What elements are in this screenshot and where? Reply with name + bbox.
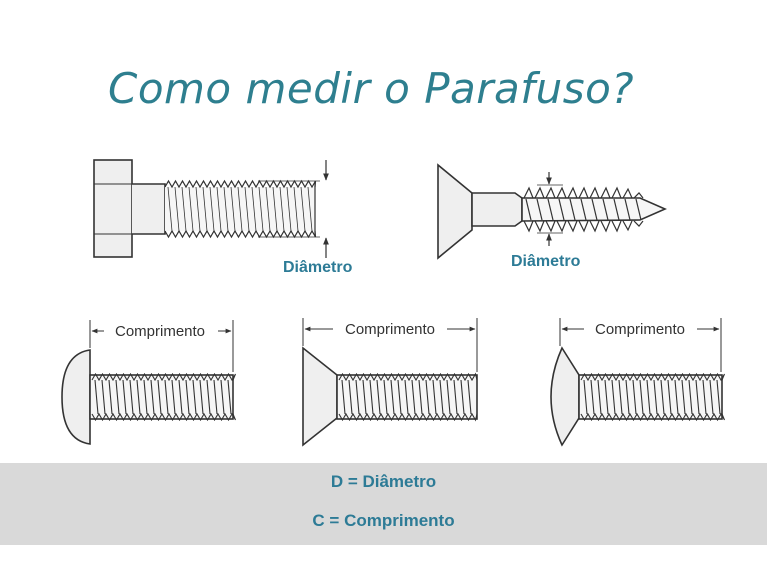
screw-diagrams: Comprimento Comprimento Comprimento: [61, 159, 726, 447]
flat-head-screw-illustration: [302, 346, 478, 447]
legend-length: C = Comprimento: [312, 511, 455, 530]
legend-band: [0, 463, 767, 545]
hex-bolt-diameter-caption: Diâmetro: [283, 259, 353, 276]
round-head-length-label: Comprimento: [115, 323, 205, 340]
page-title: Como medir o Parafuso?: [108, 64, 635, 113]
wood-screw-diameter-arrows: [537, 172, 563, 246]
wood-screw-diameter-caption: Diâmetro: [511, 253, 581, 270]
flat-head-length-dimension: Comprimento: [302, 318, 478, 372]
flat-head-length-label: Comprimento: [345, 321, 435, 338]
legend-diameter: D = Diâmetro: [330, 472, 437, 491]
round-head-screw-illustration: [61, 349, 237, 445]
round-head-length-dimension: Comprimento: [89, 320, 234, 372]
oval-head-screw-illustration: [550, 346, 726, 447]
oval-head-length-label: Comprimento: [595, 321, 685, 338]
oval-head-length-dimension: Comprimento: [559, 318, 722, 372]
hex-bolt-illustration: [93, 159, 320, 258]
wood-screw-illustration: [437, 163, 667, 260]
